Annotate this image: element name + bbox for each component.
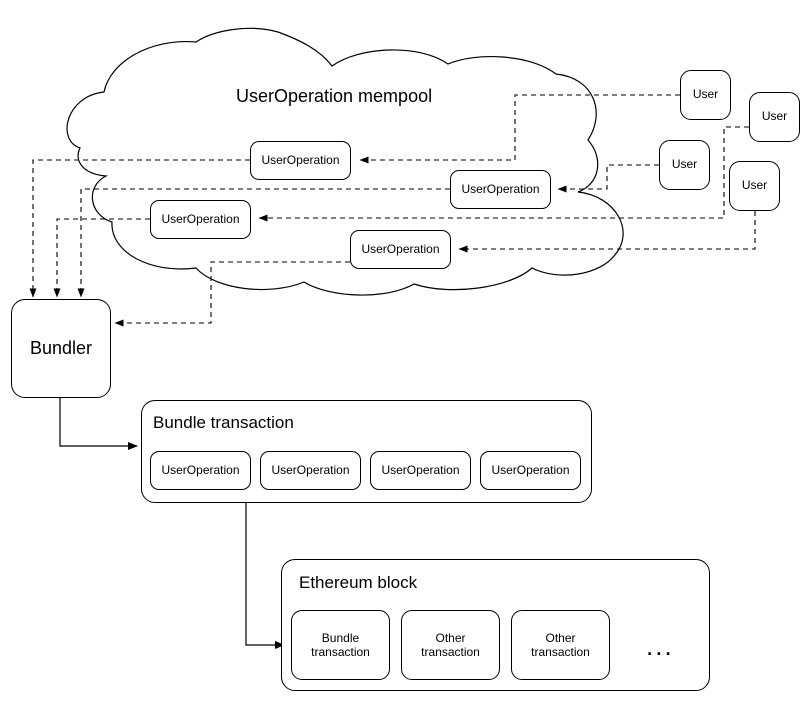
user-node-3[interactable]: User [659,140,710,190]
wire-user3-to-userop2 [557,164,659,193]
bundle-userop-4[interactable]: UserOperation [480,451,581,490]
bundle-userop-1[interactable]: UserOperation [150,451,251,490]
block-tx-other-2-line2: transaction [531,645,590,659]
wire-bundler-to-bundle-transaction [59,398,138,450]
bundler-node[interactable]: Bundler [11,299,111,398]
user-node-2[interactable]: User [749,92,800,142]
bundle-transaction-title: Bundle transaction [153,413,294,432]
bundle-userop-3[interactable]: UserOperation [370,451,471,490]
wire-userop4-to-bundler [114,261,350,327]
mempool-userop-4[interactable]: UserOperation [350,230,451,269]
block-tx-other-1-line2: transaction [421,645,480,659]
bundle-userop-2[interactable]: UserOperation [260,451,361,490]
block-tx-other-2[interactable]: Other transaction [511,610,610,680]
mempool-userop-3[interactable]: UserOperation [150,200,251,239]
ethereum-block-title: Ethereum block [299,573,418,592]
mempool-userop-1[interactable]: UserOperation [250,141,351,180]
block-tx-bundle-line2: transaction [311,645,370,659]
block-tx-bundle-line1: Bundle [321,630,360,645]
block-tx-other-2-line1: Other [545,630,576,645]
block-more-ellipsis: ... [646,631,674,661]
wire-userop3-to-bundler [53,218,150,298]
mempool-userop-2[interactable]: UserOperation [450,170,551,209]
wire-bundle-transaction-to-block [245,503,285,649]
mempool-label: UserOperation mempool [236,86,433,106]
block-tx-other-1-line1: Other [435,630,466,645]
block-tx-other-1[interactable]: Other transaction [401,610,500,680]
block-tx-bundle[interactable]: Bundle transaction [291,610,390,680]
wire-user4-to-userop4 [458,211,756,253]
user-node-4[interactable]: User [729,161,780,211]
user-node-1[interactable]: User [680,70,731,120]
